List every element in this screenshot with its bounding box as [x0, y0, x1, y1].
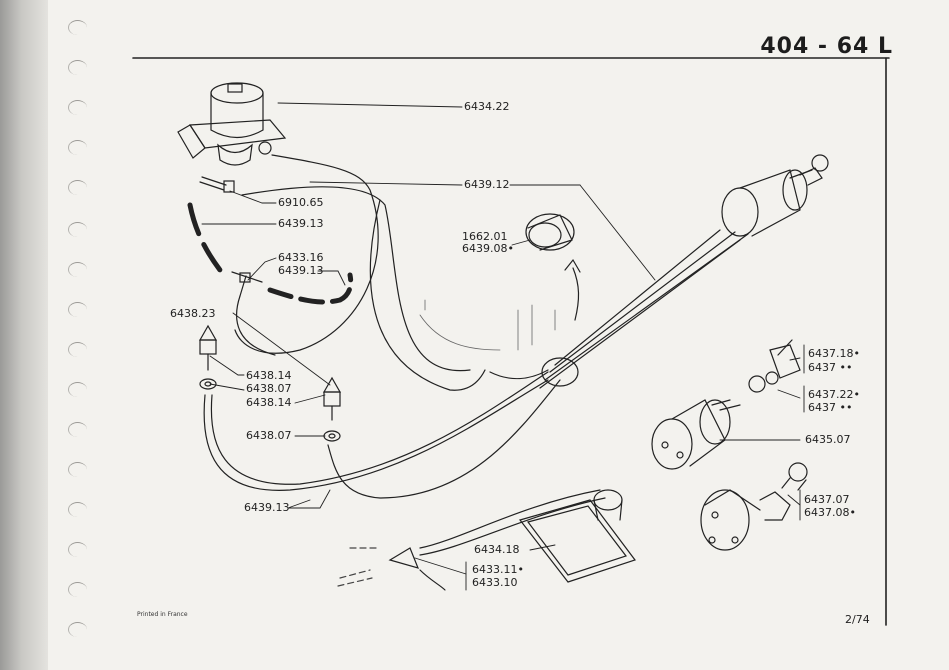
hose-icon — [241, 186, 471, 372]
washer-jet-icon — [322, 376, 342, 442]
punch-hole — [68, 342, 87, 357]
part-label: 6438.14 — [246, 369, 292, 382]
punch-hole — [68, 180, 87, 195]
part-label: 6438.14 — [246, 396, 292, 409]
part-label: 6437.08• — [804, 506, 856, 519]
part-label: 6438.07 — [246, 382, 292, 395]
punch-hole — [68, 582, 87, 597]
part-label: 6437.18• — [808, 347, 860, 360]
punch-hole — [68, 60, 87, 75]
printed-note: Printed in France — [137, 611, 188, 618]
part-label: 6437 •• — [808, 401, 853, 414]
punch-hole — [68, 382, 87, 397]
switch-knob-icon — [748, 339, 801, 393]
punch-hole — [68, 100, 87, 115]
switch-body-icon — [651, 399, 741, 470]
punch-hole — [68, 302, 87, 317]
hose-icon — [234, 154, 379, 354]
punch-hole — [68, 20, 87, 35]
page-number: 2/74 — [845, 613, 870, 626]
switch-body-icon — [700, 462, 808, 551]
punch-hole — [68, 542, 87, 557]
washer-jet-icon — [198, 324, 218, 390]
part-label: 1662.01 — [462, 230, 508, 243]
punch-hole — [68, 462, 87, 477]
washer-pump-icon — [177, 82, 287, 166]
part-label: 6434.18 — [474, 543, 520, 556]
part-label: 6439.12 — [464, 178, 510, 191]
foot-pump-icon — [518, 489, 636, 583]
part-label: 6433.10 — [472, 576, 518, 589]
part-label: 6439.13 — [278, 217, 324, 230]
part-label: 6439.13 — [278, 264, 324, 277]
binding-margin — [0, 0, 48, 670]
part-label: 6434.22 — [464, 100, 510, 113]
part-label: 6433.16 — [278, 251, 324, 264]
part-label: 6910.65 — [278, 196, 324, 209]
part-label: 6433.11• — [472, 563, 524, 576]
page-header-title: 404 - 64 L — [760, 34, 893, 59]
punch-hole — [68, 262, 87, 277]
grommet-icon — [525, 213, 575, 251]
part-label: 6437.22• — [808, 388, 860, 401]
part-label: 6437 •• — [808, 361, 853, 374]
t-connector-icon — [231, 271, 263, 297]
part-label: 6438.23 — [170, 307, 216, 320]
part-label: 6439.13 — [244, 501, 290, 514]
part-label: 6439.08• — [462, 242, 514, 255]
punch-hole — [68, 622, 87, 637]
clip-icon — [541, 357, 579, 387]
part-label: 6435.07 — [805, 433, 851, 446]
punch-holes — [60, 0, 100, 670]
part-label: 6437.07 — [804, 493, 850, 506]
switch-assembly-icon — [721, 154, 829, 237]
punch-hole — [68, 222, 87, 237]
punch-hole — [68, 502, 87, 517]
punch-hole — [68, 422, 87, 437]
punch-hole — [68, 140, 87, 155]
part-label: 6438.07 — [246, 429, 292, 442]
screw-icon — [199, 176, 235, 193]
connector-icon — [388, 547, 420, 569]
